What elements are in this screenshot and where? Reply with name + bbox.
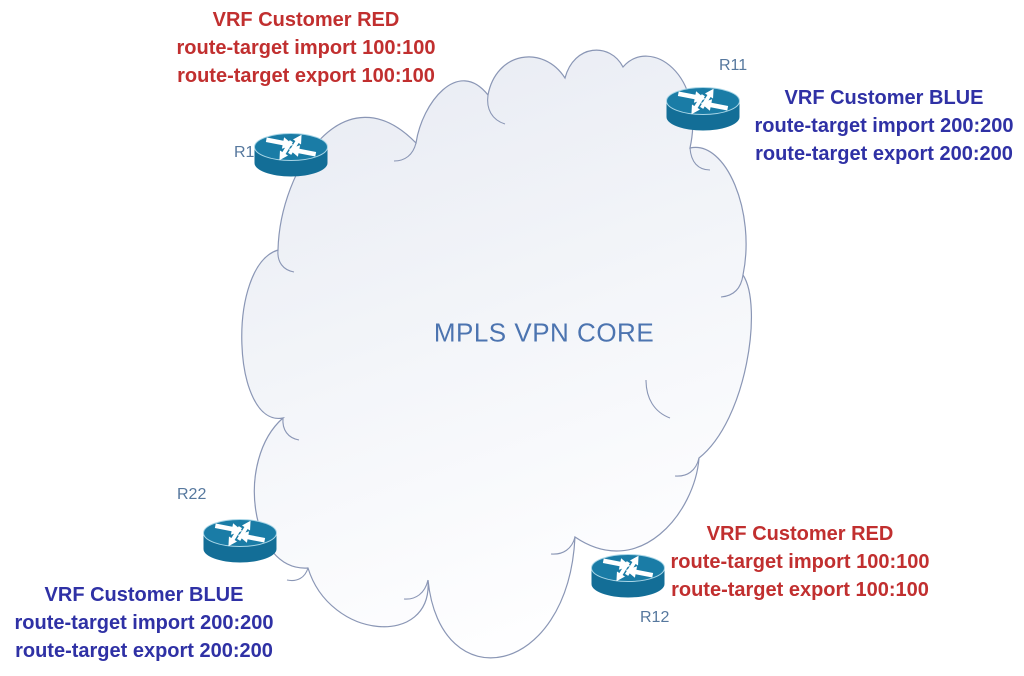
vrf-export-line: route-target export 100:100 [177,65,435,87]
mpls-cloud-shape [241,49,752,659]
router-label-R11: R11 [719,57,748,74]
vrf-export-line: route-target export 200:200 [15,640,273,662]
cloud-core-label: MPLS VPN CORE [433,317,655,348]
vrf-export-line: route-target export 100:100 [671,579,929,601]
router-R12 [592,553,665,597]
router-label-R12: R12 [640,609,670,626]
vrf-title-line: VRF Customer RED [212,9,400,31]
vrf-import-line: route-target import 200:200 [14,612,274,634]
vrf-annotation-red-bottom-right: VRF Customer RED route-target import 100… [671,520,930,604]
vrf-annotation-red-top-left: VRF Customer RED route-target import 100… [177,6,436,90]
router-label-R1: R1 [234,144,255,161]
vrf-annotation-blue-bottom-left: VRF Customer BLUE route-target import 20… [15,581,274,665]
vrf-title-line: VRF Customer BLUE [784,87,984,109]
router-R11 [667,86,740,130]
vrf-import-line: route-target import 100:100 [670,551,930,573]
vrf-import-line: route-target import 100:100 [176,37,436,59]
cloud-curl-details [277,94,744,600]
router-label-R22: R22 [177,486,207,503]
vrf-annotation-blue-top-right: VRF Customer BLUE route-target import 20… [755,84,1014,168]
vrf-title-line: VRF Customer RED [706,523,894,545]
router-R1 [255,132,328,176]
router-R22 [204,518,277,562]
vrf-title-line: VRF Customer BLUE [44,584,244,606]
vrf-import-line: route-target import 200:200 [754,115,1014,137]
vrf-export-line: route-target export 200:200 [755,143,1013,165]
